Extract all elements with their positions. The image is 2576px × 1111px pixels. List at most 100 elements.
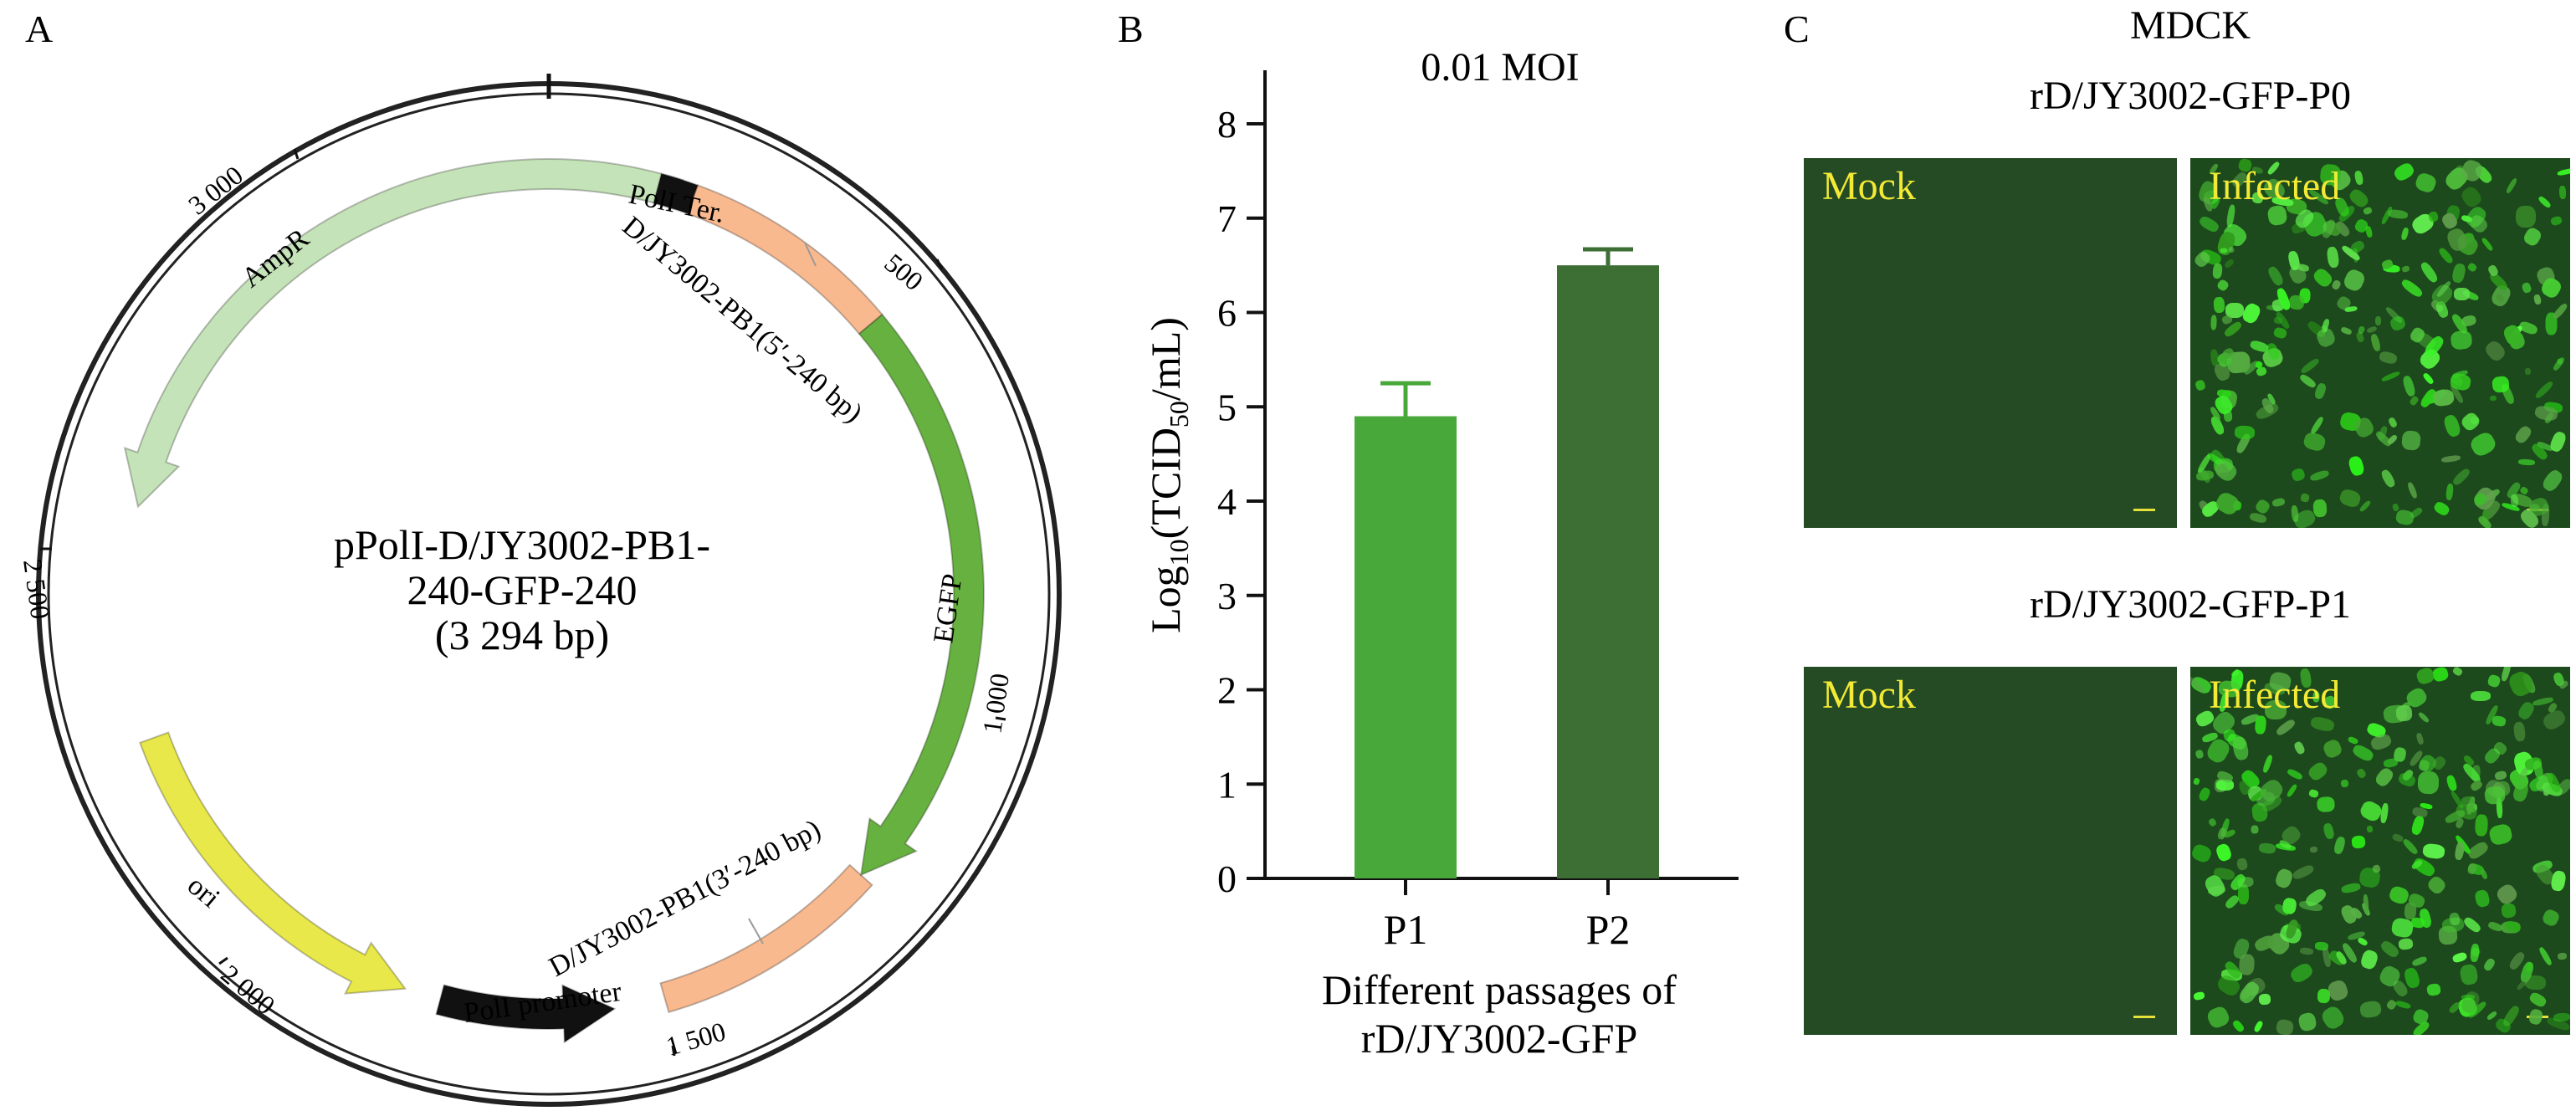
gfp-cell xyxy=(2317,988,2331,1004)
gfp-cell xyxy=(2238,953,2256,976)
gfp-cell xyxy=(2459,963,2479,986)
bar-P2 xyxy=(1557,265,1659,878)
gfp-cell xyxy=(2505,177,2518,195)
gfp-cell xyxy=(2347,454,2366,478)
gfp-cell xyxy=(2474,814,2489,837)
gfp-cell xyxy=(2397,771,2417,789)
plasmid-name-line1: pPolI-D/JY3002-PB1- xyxy=(334,521,710,568)
feature-ori xyxy=(139,731,407,995)
gfp-cell xyxy=(2399,277,2425,300)
gfp-cell xyxy=(2540,468,2565,494)
gfp-cell xyxy=(2308,788,2319,799)
y-tick-label: 5 xyxy=(1217,386,1237,428)
bar-P1 xyxy=(1355,416,1457,878)
gfp-cell xyxy=(2445,483,2455,501)
gfp-cell xyxy=(2355,767,2368,780)
gfp-cell xyxy=(2419,260,2440,284)
gfp-cell xyxy=(2266,264,2286,288)
gfp-cell xyxy=(2258,842,2276,855)
gfp-cell xyxy=(2197,786,2212,803)
gfp-cell xyxy=(2192,777,2201,786)
feature-egfp xyxy=(858,313,985,877)
gfp-cell xyxy=(2366,825,2374,833)
gfp-cell xyxy=(2414,171,2438,195)
gfp-cell xyxy=(2292,740,2307,755)
gfp-cell xyxy=(2401,837,2420,856)
gfp-cell xyxy=(2415,732,2425,745)
gfp-cell xyxy=(2215,229,2237,258)
gfp-cell xyxy=(2516,206,2536,228)
gfp-cell xyxy=(2486,673,2502,689)
gfp-cell xyxy=(2445,774,2459,792)
gfp-cell xyxy=(2426,982,2441,997)
mock-label-p0: Mock xyxy=(1822,164,1916,208)
gfp-cell xyxy=(2331,279,2342,291)
gfp-cell xyxy=(2297,1011,2317,1032)
gfp-cell xyxy=(2513,423,2533,446)
gfp-cell xyxy=(2374,315,2382,326)
bars xyxy=(1355,247,1659,878)
gfp-cell xyxy=(2541,707,2568,733)
gfp-cell xyxy=(2194,749,2205,760)
gfp-cell xyxy=(2451,951,2468,964)
row2-title: rD/JY3002-GFP-P1 xyxy=(2030,582,2351,627)
gfp-cell xyxy=(2273,867,2295,890)
gfp-cell xyxy=(2422,842,2445,860)
gfp-cell xyxy=(2298,372,2317,390)
gfp-cell xyxy=(2538,945,2553,967)
gfp-cell xyxy=(2459,410,2482,433)
gfp-cell xyxy=(2532,760,2545,780)
gfp-cell xyxy=(2461,994,2476,1001)
gfp-cell xyxy=(2207,884,2226,896)
gfp-cell xyxy=(2421,371,2435,386)
gfp-cell xyxy=(2379,939,2401,960)
gfp-cell xyxy=(2486,920,2504,933)
plasmid-map: AmpR ori EGFP PolI Ter. D/JY3002-PB1(5′-… xyxy=(18,74,1062,1107)
y-tick-label: 2 xyxy=(1217,669,1237,712)
gfp-cell xyxy=(2249,511,2267,525)
gfp-cell xyxy=(2378,350,2399,366)
gfp-cell xyxy=(2369,333,2382,352)
x-axis-label-line2: rD/JY3002-GFP xyxy=(1361,1015,1638,1062)
gfp-cell xyxy=(2358,866,2382,889)
label-pb1-5prime: D/JY3002-PB1(5′-240 bp) xyxy=(617,211,868,429)
gfp-cell xyxy=(2340,325,2353,336)
feature-poli-promoter xyxy=(435,984,617,1044)
tick-label-3000: 3 000 xyxy=(182,160,248,221)
y-label-sub: 10 xyxy=(1164,539,1194,566)
gfp-cell xyxy=(2487,822,2514,847)
gfp-cell xyxy=(2234,425,2256,440)
gfp-cell xyxy=(2553,1012,2570,1022)
gfp-cell xyxy=(2479,868,2489,880)
gfp-cell xyxy=(2254,714,2267,735)
gfp-cell xyxy=(2362,206,2374,216)
gfp-cell xyxy=(2230,735,2251,761)
gfp-cell xyxy=(2302,431,2328,453)
gfp-cell xyxy=(2401,264,2410,274)
gfp-cell xyxy=(2527,1007,2544,1027)
panel-letter-c: C xyxy=(1784,8,1810,50)
gfp-cell xyxy=(2380,370,2401,383)
y-label-end: /mL) xyxy=(1142,317,1189,401)
gfp-cell xyxy=(2306,760,2330,783)
gfp-cell xyxy=(2489,395,2497,402)
gfp-cell xyxy=(2506,668,2536,699)
gfp-cell xyxy=(2521,281,2532,294)
gfp-cell xyxy=(2288,294,2305,310)
gfp-cell xyxy=(2366,325,2378,334)
gfp-cell xyxy=(2541,908,2561,928)
gfp-cell xyxy=(2363,893,2369,915)
gfp-cell xyxy=(2193,991,2205,1001)
gfp-cell xyxy=(2411,955,2428,968)
gfp-cell xyxy=(2470,690,2491,702)
gfp-cell xyxy=(2212,263,2223,279)
gfp-cell xyxy=(2481,237,2494,252)
gfp-cell xyxy=(2470,943,2480,963)
plasmid-name-line3: (3 294 bp) xyxy=(435,612,609,658)
gfp-cell xyxy=(2453,287,2471,301)
gfp-cell xyxy=(2394,1000,2412,1010)
gfp-cell xyxy=(2340,779,2349,788)
